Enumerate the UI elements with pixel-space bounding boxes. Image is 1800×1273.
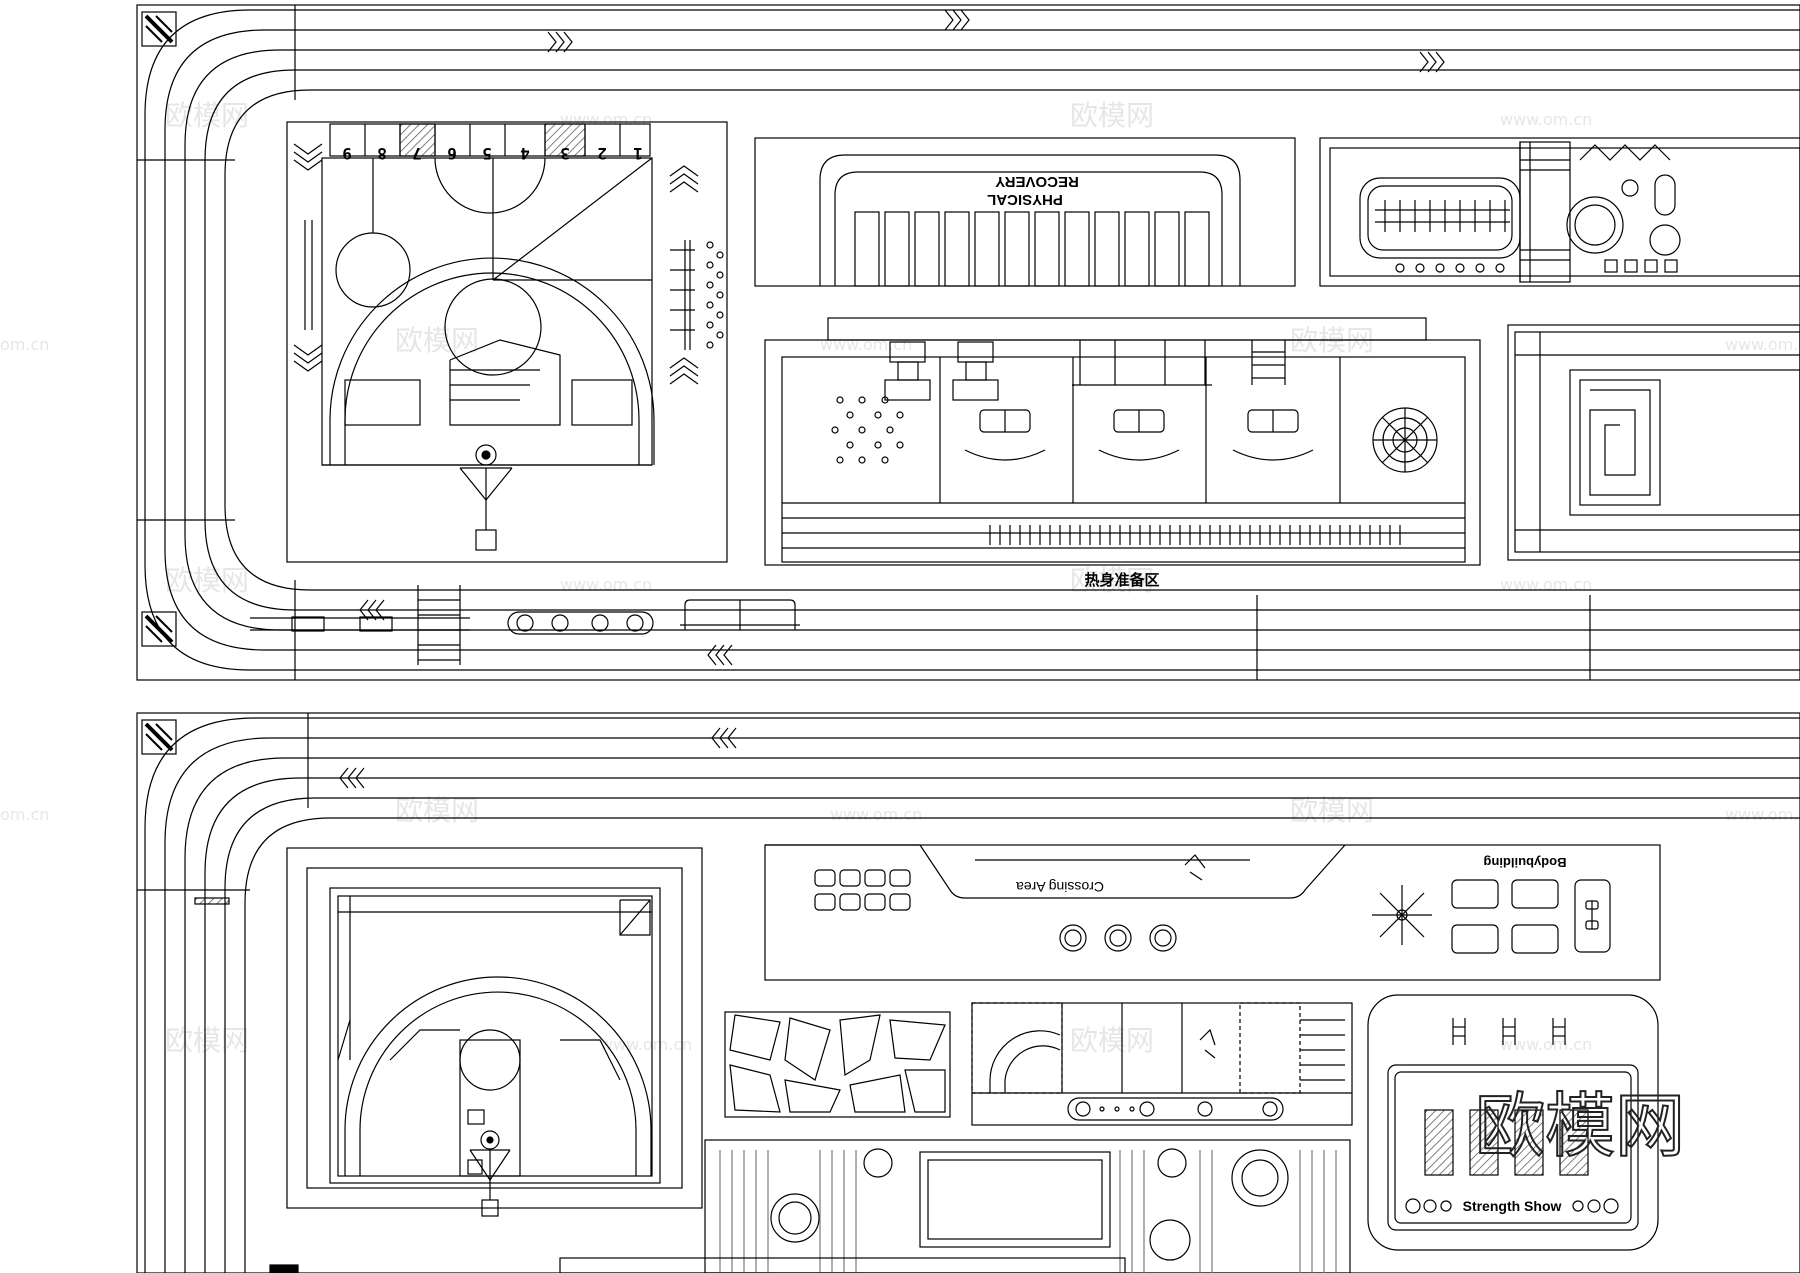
svg-text:5: 5 xyxy=(482,144,492,163)
watermark-url: om.cn xyxy=(0,335,49,354)
watermark-brand: 欧模网 xyxy=(1070,1024,1154,1057)
watermark-url: www.om.cn xyxy=(1725,335,1800,354)
brand-watermark-large: 欧模网 xyxy=(1475,1085,1685,1167)
lane-numbers: 9 8 7 6 5 4 3 2 1 xyxy=(342,144,643,163)
svg-text:Bodybuilding: Bodybuilding xyxy=(1483,855,1566,870)
chevron-right-icon xyxy=(944,9,970,31)
height-scale xyxy=(670,240,724,350)
svg-text:7: 7 xyxy=(412,144,422,163)
chevron-right-icon xyxy=(547,31,573,53)
bottom-plan: Crossing Area Bodybuilding xyxy=(136,712,1800,1273)
dumbbell-icon xyxy=(1585,900,1599,930)
crossing-glyph-icon xyxy=(1184,854,1206,881)
watermark-brand: 欧模网 xyxy=(1070,564,1154,597)
watermark-brand: 欧模网 xyxy=(395,794,479,827)
svg-text:1: 1 xyxy=(633,144,643,163)
watermark-url: www.om.cn xyxy=(560,575,652,594)
basketball-court-bottom xyxy=(286,847,703,1217)
chevron-right-icon xyxy=(1419,51,1445,73)
basketball-court-top xyxy=(286,121,728,563)
measure-station xyxy=(971,1002,1353,1126)
watermark-url: www.om.cn xyxy=(1725,805,1800,824)
watermark-url: www.om.cn xyxy=(830,805,922,824)
svg-text:4: 4 xyxy=(520,144,530,163)
maze-icon xyxy=(1589,389,1651,496)
bench-icon xyxy=(964,409,1314,461)
basketball-hoop-icon xyxy=(469,1130,511,1217)
svg-text:9: 9 xyxy=(342,144,352,163)
figure-glyph-icon xyxy=(1199,1028,1216,1059)
maze-area xyxy=(1507,324,1800,561)
watermark-url: www.om.cn xyxy=(1500,1035,1592,1054)
prep-zone-label: 热身准备区 xyxy=(1084,571,1159,589)
chevron-up-icon xyxy=(669,165,699,193)
chevron-down-icon xyxy=(293,143,323,171)
burst-icon xyxy=(1372,885,1432,945)
physical-recovery-label: PHYSICAL RECOVERY xyxy=(987,173,1079,208)
corner-hatch-icon xyxy=(140,610,178,648)
svg-text:8: 8 xyxy=(377,144,387,163)
watermark-brand: 欧模网 xyxy=(165,564,249,597)
wooden-deck xyxy=(704,1139,1351,1273)
physical-recovery-area xyxy=(754,137,1296,287)
corner-hatch-icon xyxy=(140,718,178,756)
ladder-icon xyxy=(1251,340,1286,385)
chevron-up-icon xyxy=(669,357,699,385)
svg-text:PHYSICAL: PHYSICAL xyxy=(987,191,1063,208)
watermark-brand: 欧模网 xyxy=(165,1024,249,1057)
ladder-icon xyxy=(417,585,461,665)
watermark-url: om.cn xyxy=(0,805,49,824)
zigzag-icon xyxy=(1579,144,1671,161)
basketball-hoop-icon xyxy=(459,444,513,551)
strength-show-area xyxy=(1367,994,1659,1251)
corner-hatch-icon xyxy=(140,10,178,48)
climbing-wall xyxy=(724,1011,951,1118)
chevron-left-icon xyxy=(707,644,733,666)
crossing-area xyxy=(764,844,1661,981)
warmup-prep-zone xyxy=(764,317,1481,566)
track-equipment-top xyxy=(250,585,800,665)
watermark-brand: 欧模网 xyxy=(1290,794,1374,827)
running-track-bottom xyxy=(137,713,1800,1273)
svg-text:6: 6 xyxy=(447,144,457,163)
burst-icon xyxy=(831,396,904,464)
bottom-plan-border xyxy=(136,712,1800,1273)
bodybuilding-label: Bodybuilding xyxy=(1483,855,1566,870)
watermark-brand: 欧模网 xyxy=(395,324,479,357)
watermark-brand: 欧模网 xyxy=(1070,99,1154,132)
ladder-icon xyxy=(1452,1018,1566,1045)
watermark-url: www.om.cn xyxy=(1500,575,1592,594)
rhythm-panel xyxy=(1319,137,1800,287)
top-plan-border xyxy=(136,4,1800,681)
svg-text:2: 2 xyxy=(597,144,607,163)
spider-web-icon xyxy=(1372,407,1438,473)
watermark-layer: 欧模网 欧模网 欧模网 欧模网 欧模网 欧模网 欧模网 欧模网 欧模网 欧模网 … xyxy=(0,99,1800,1057)
watermark-brand: 欧模网 xyxy=(165,99,249,132)
svg-text:RECOVERY: RECOVERY xyxy=(995,173,1079,190)
running-track-top xyxy=(137,5,1800,680)
gym-machine-icon xyxy=(884,341,999,401)
top-plan: PHYSICAL RECOVERY xyxy=(136,4,1800,681)
watermark-url: www.om.cn xyxy=(1500,110,1592,129)
chevron-down-icon xyxy=(293,344,323,372)
watermark-url: www.om.cn xyxy=(600,1035,692,1054)
crossing-area-label: Crossing Area xyxy=(1016,879,1104,895)
lane-number-strip xyxy=(329,123,651,157)
svg-text:Crossing Area: Crossing Area xyxy=(1016,879,1104,895)
svg-text:3: 3 xyxy=(560,144,570,163)
watermark-url: www.om.cn xyxy=(820,335,912,354)
strength-show-label: Strength Show xyxy=(1463,1198,1562,1214)
